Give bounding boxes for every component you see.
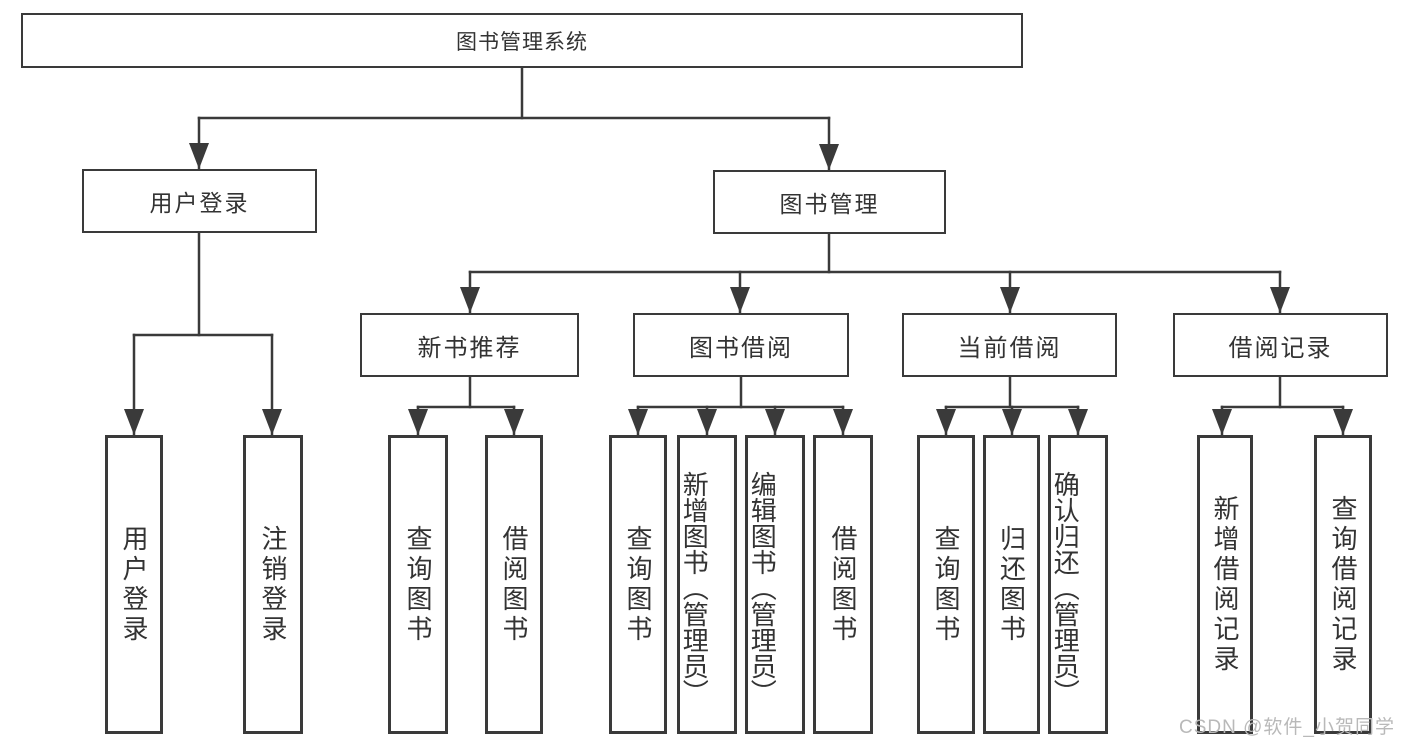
leaf-logout: 注销登录 — [243, 435, 303, 734]
leaf-query-books-current: 查询图书 — [917, 435, 975, 734]
leaf-user-login: 用户登录 — [105, 435, 163, 734]
node-label: 查询图书 — [403, 524, 433, 645]
node-label: 借阅记录 — [1228, 334, 1333, 362]
leaf-query-books-borrow: 查询图书 — [609, 435, 667, 734]
node-label: 图书管理 — [779, 191, 880, 217]
node-label: 查询图书 — [623, 524, 653, 645]
node-label: 查询借阅记录 — [1328, 494, 1358, 675]
node-label: 注销登录 — [258, 524, 288, 645]
leaf-return-books: 归还图书 — [983, 435, 1040, 734]
node-label: 当前借阅 — [957, 334, 1062, 362]
node-label: 图书管理系统 — [456, 30, 588, 54]
node-book-borrow: 图书借阅 — [633, 313, 849, 377]
node-library-management-system: 图书管理系统 — [21, 13, 1023, 68]
leaf-query-borrow-record: 查询借阅记录 — [1314, 435, 1372, 734]
csdn-watermark: CSDN @软件_小贺同学 — [1179, 717, 1395, 738]
leaf-add-books-admin: 新增图书（管理员） — [677, 435, 737, 734]
leaf-borrow-books: 借阅图书 — [813, 435, 873, 734]
node-borrow-records: 借阅记录 — [1173, 313, 1388, 377]
node-new-book-recommend: 新书推荐 — [360, 313, 579, 377]
node-label: 新增图书（管理员） — [679, 470, 710, 705]
node-book-management-group: 图书管理 — [713, 170, 946, 234]
node-label: 用户登录 — [119, 524, 149, 645]
leaf-add-borrow-record: 新增借阅记录 — [1197, 435, 1253, 734]
node-label: 新增借阅记录 — [1210, 494, 1240, 675]
node-current-borrow: 当前借阅 — [902, 313, 1117, 377]
node-label: 编辑图书（管理员） — [747, 470, 778, 705]
leaf-query-books-recommend: 查询图书 — [388, 435, 448, 734]
node-user-login-group: 用户登录 — [82, 169, 317, 233]
node-label: 查询图书 — [931, 524, 961, 645]
node-label: 归还图书 — [996, 524, 1027, 645]
node-label: 新书推荐 — [417, 334, 522, 362]
node-label: 借阅图书 — [499, 524, 529, 645]
node-label: 图书借阅 — [689, 334, 793, 362]
leaf-confirm-return-admin: 确认归还（管理员） — [1048, 435, 1108, 734]
node-label: 用户登录 — [149, 190, 250, 216]
node-label: 借阅图书 — [828, 524, 858, 645]
leaf-borrow-books-recommend: 借阅图书 — [485, 435, 543, 734]
leaf-edit-books-admin: 编辑图书（管理员） — [745, 435, 805, 734]
node-label: 确认归还（管理员） — [1050, 470, 1081, 705]
